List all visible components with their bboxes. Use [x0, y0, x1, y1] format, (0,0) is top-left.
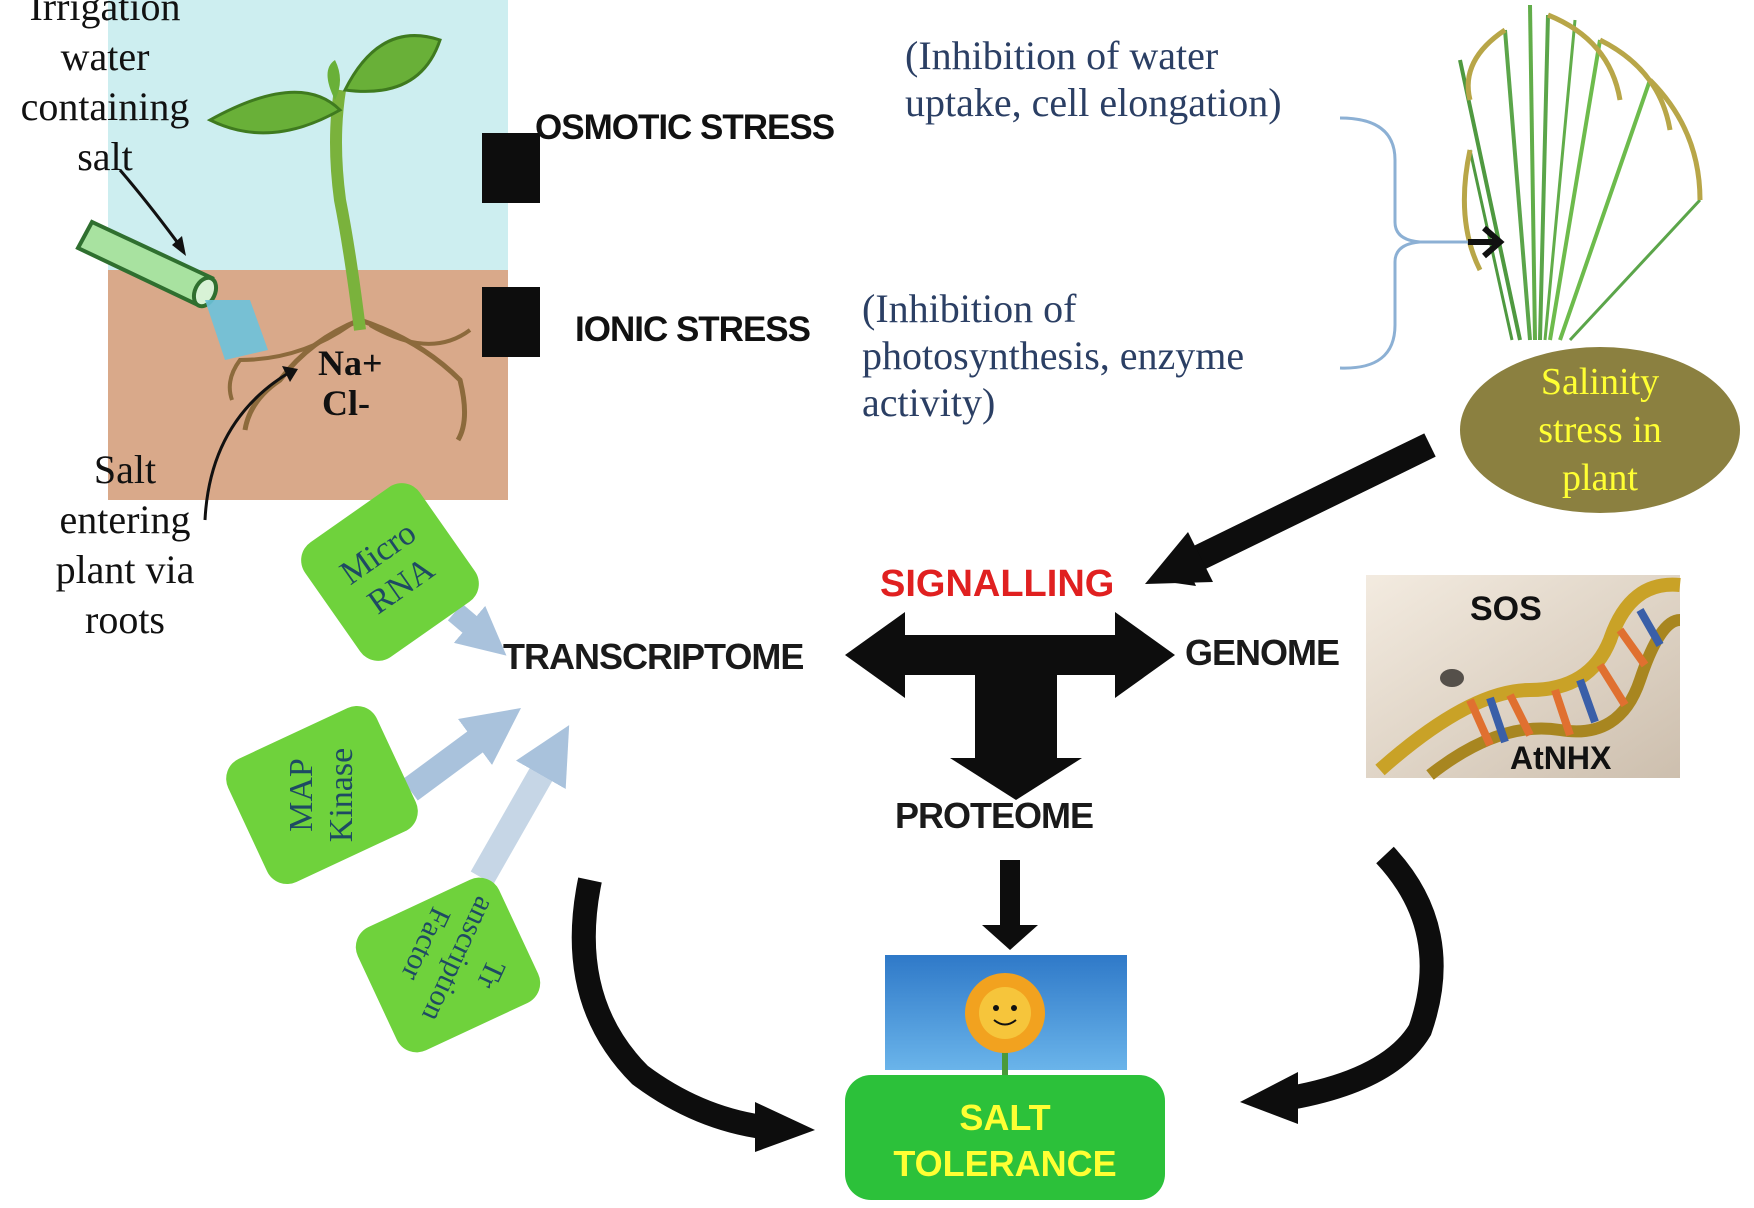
curved-arrow-left	[571, 877, 815, 1152]
stress-double-arrow	[408, 133, 540, 357]
soil-area	[108, 270, 508, 500]
na-ion-label: Na+	[318, 343, 383, 383]
salt-tolerance-graphic	[845, 955, 1165, 1200]
salt-entering-label: Salt entering plant via roots	[55, 447, 195, 642]
bracket-line	[1339, 116, 1421, 370]
arrow-transcription-factor	[470, 725, 570, 885]
root	[359, 317, 467, 442]
map-kinase-box	[226, 705, 418, 885]
cl-ion-label: Cl-	[322, 383, 370, 423]
soil-plant-illustration	[75, 0, 508, 521]
osmotic-stress-note: (Inhibition of water uptake, cell elonga…	[905, 33, 1282, 125]
transcription-factor-box	[355, 877, 541, 1053]
atnhx-label: AtNHX	[1510, 740, 1612, 776]
proteome-label: PROTEOME	[895, 795, 1094, 836]
salinity-stress-label: Salinity stress in plant	[1538, 361, 1662, 499]
sky-background	[108, 0, 508, 270]
arrow-map-kinase	[402, 708, 522, 801]
curved-arrow-right	[1240, 846, 1444, 1124]
leaf	[342, 34, 442, 93]
salt-tolerance-box	[845, 1075, 1165, 1200]
signalling-label: SIGNALLING	[880, 563, 1115, 605]
leaf	[206, 90, 343, 135]
transcriptome-label: TRANSCRIPTOME	[503, 636, 804, 677]
ionic-stress-note: (Inhibition of photosynthesis, enzyme ac…	[862, 286, 1245, 425]
osmotic-stress-label: OSMOTIC STRESS	[535, 108, 835, 147]
dna-image	[1366, 575, 1681, 780]
pointer-line	[118, 169, 185, 251]
irrigation-water-label: Irrigation water containing salt	[20, 0, 190, 179]
irrigation-pipe	[75, 219, 268, 360]
arrow-proteome-to-tolerance	[982, 860, 1038, 950]
arrow-to-plant	[1468, 225, 1505, 259]
plant-stem	[330, 89, 366, 331]
sos-label: SOS	[1470, 590, 1542, 628]
root	[227, 323, 352, 401]
central-omics-arrows	[845, 612, 1175, 800]
rice-plant-illustration	[1458, 4, 1703, 342]
micro-rna-box	[301, 483, 479, 661]
salinity-ellipse	[1460, 347, 1740, 513]
root	[368, 323, 472, 346]
map-kinase-label: MAP Kinase	[283, 747, 360, 843]
pointer-line	[203, 370, 291, 521]
leaf	[327, 60, 340, 100]
ionic-stress-label: IONIC STRESS	[575, 310, 811, 349]
salt-tolerance-label: SALT TOLERANCE	[893, 1097, 1117, 1184]
water-splash	[205, 300, 268, 360]
genome-label: GENOME	[1185, 632, 1340, 673]
arrow-microrna	[447, 603, 507, 656]
arrow-salinity-to-signalling	[1145, 433, 1436, 586]
